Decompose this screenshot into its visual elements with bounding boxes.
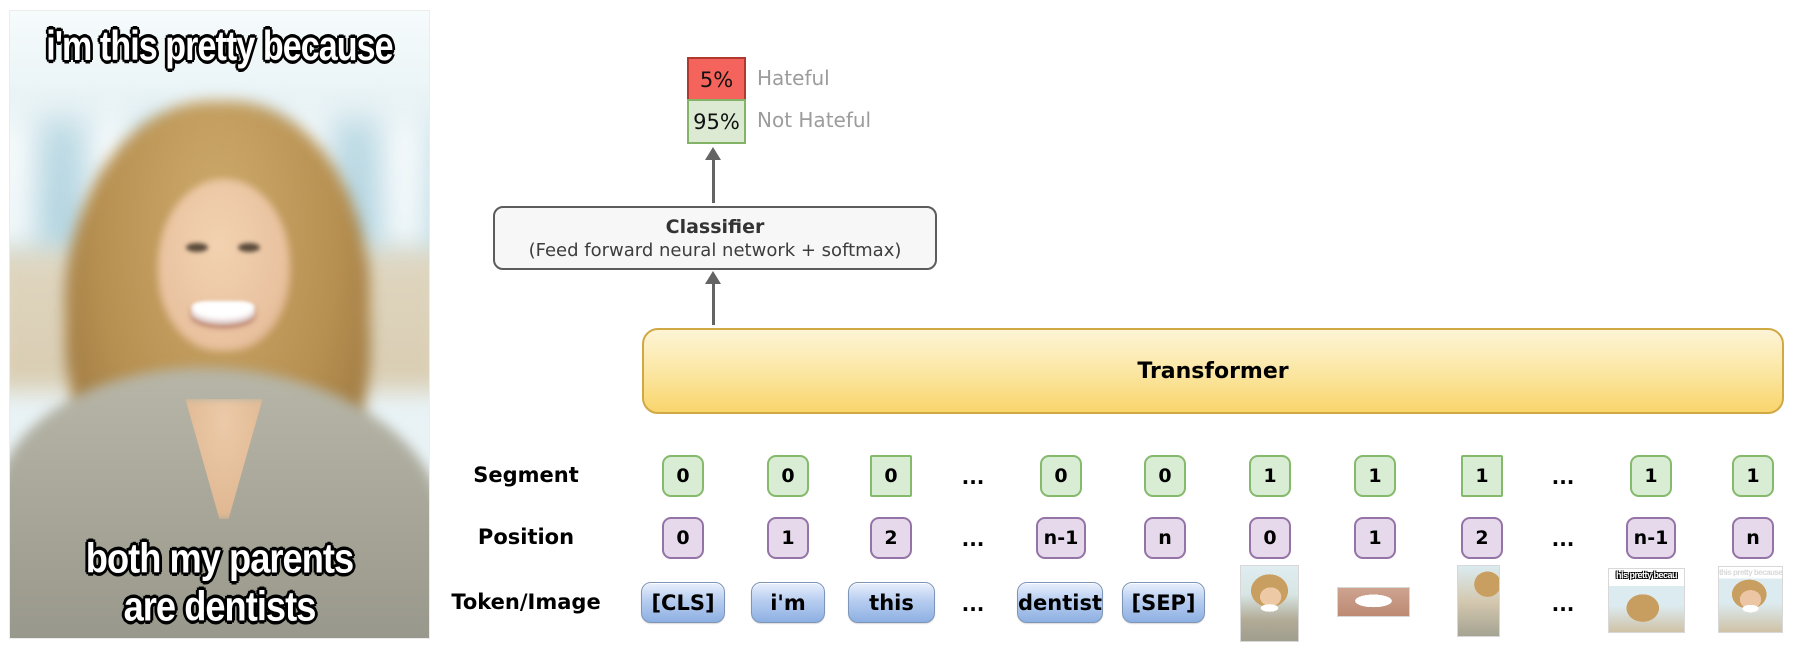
position-box: n [1732, 517, 1774, 559]
meme-woman-eye-right [238, 243, 260, 252]
segment-box: 0 [870, 455, 912, 497]
classifier-box: Classifier (Feed forward neural network … [493, 206, 937, 270]
token-box: i'm [751, 582, 825, 623]
transformer-box: Transformer [642, 328, 1784, 414]
position-box: 2 [870, 517, 912, 559]
segment-ellipsis: ... [961, 465, 985, 489]
segment-box: 1 [1249, 455, 1291, 497]
meme-image: i'm this pretty because both my parents … [9, 10, 430, 639]
meme-bottom-caption-line1: both my parents [85, 535, 354, 582]
position-box: n-1 [1036, 517, 1086, 559]
classifier-title: Classifier [665, 215, 765, 238]
not-hateful-probability-box: 95% [687, 99, 746, 144]
token-ellipsis: ... [961, 592, 985, 616]
arrow-up-icon [705, 271, 721, 284]
segment-box: 0 [1144, 455, 1186, 497]
meme-bottom-caption-line2: are dentists [123, 583, 317, 630]
image-patch-caption-faint: this pretty because [1719, 568, 1782, 577]
image-ellipsis: ... [1551, 592, 1575, 616]
position-box: n [1144, 517, 1186, 559]
position-box: 2 [1461, 517, 1503, 559]
segment-ellipsis: ... [1551, 465, 1575, 489]
position-box: 1 [1354, 517, 1396, 559]
segment-row-label: Segment [473, 463, 579, 487]
position-box: 1 [767, 517, 809, 559]
token-box-sep: [SEP] [1122, 582, 1205, 623]
token-box-cls: [CLS] [641, 582, 725, 623]
position-ellipsis: ... [961, 527, 985, 551]
image-patch-teeth [1337, 587, 1410, 617]
meme-woman-face [158, 179, 290, 351]
position-box: 0 [1249, 517, 1291, 559]
arrow-line [712, 159, 715, 203]
image-patch-with-caption: his pretty becau [1608, 568, 1685, 633]
arrow-line [712, 283, 715, 325]
position-box: 0 [662, 517, 704, 559]
token-box: dentist [1017, 582, 1103, 623]
segment-box: 1 [1461, 455, 1503, 497]
token-image-row-label: Token/Image [451, 590, 601, 614]
image-patch-caption: his pretty becau [1615, 570, 1678, 580]
image-patch-face-with-caption: this pretty because [1718, 566, 1783, 633]
token-box: this [848, 582, 935, 623]
meme-woman-eye-left [186, 243, 208, 252]
hateful-probability-box: 5% [687, 57, 746, 103]
image-patch-portrait [1240, 565, 1299, 642]
segment-box: 1 [1732, 455, 1774, 497]
segment-box: 1 [1630, 455, 1672, 497]
segment-box: 0 [1040, 455, 1082, 497]
segment-box: 0 [767, 455, 809, 497]
segment-box: 0 [662, 455, 704, 497]
meme-top-caption: i'm this pretty because [46, 23, 393, 69]
meme-woman-smile [191, 301, 255, 325]
hateful-label: Hateful [757, 66, 830, 90]
classifier-subtitle: (Feed forward neural network + softmax) [528, 239, 902, 261]
position-row-label: Position [477, 525, 575, 549]
segment-box: 1 [1354, 455, 1396, 497]
image-patch-hair-side [1457, 565, 1500, 637]
position-ellipsis: ... [1551, 527, 1575, 551]
position-box: n-1 [1626, 517, 1676, 559]
arrow-up-icon [705, 147, 721, 160]
not-hateful-label: Not Hateful [757, 108, 872, 132]
